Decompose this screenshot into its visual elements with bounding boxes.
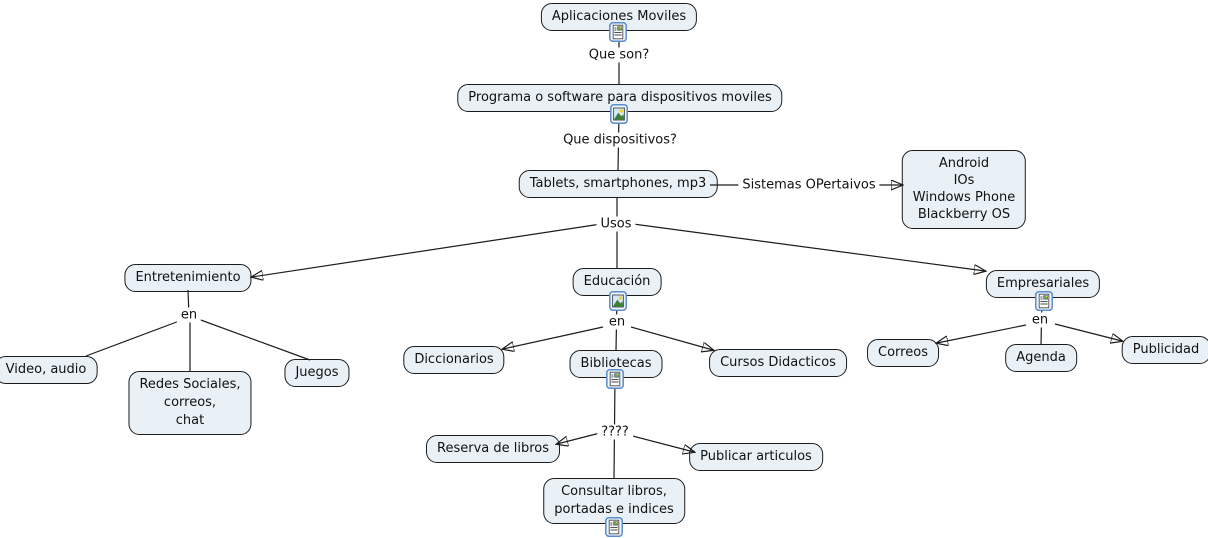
edge-en-cursos-didacticos (630, 326, 713, 350)
edge-en-diccionarios (503, 326, 604, 349)
edge-usos-entretenimiento (252, 223, 602, 277)
node-publicar-articulos[interactable]: Publicar articulos (689, 443, 823, 471)
node-entretenimiento[interactable]: Entretenimiento (124, 264, 252, 292)
node-agenda[interactable]: Agenda (1005, 344, 1077, 372)
attachment-icon[interactable] (609, 22, 627, 42)
edge-en-publicidad (1054, 323, 1122, 341)
node-redes-sociales[interactable]: Redes Sociales, correos, chat (128, 371, 252, 435)
link-label-en-educacion[interactable]: en (604, 314, 630, 330)
node-diccionarios[interactable]: Diccionarios (403, 346, 505, 374)
edge-en-juegos (197, 318, 311, 361)
edge-usos-empresariales (632, 223, 985, 271)
link-label-que-dispositivos[interactable]: Que dispositivos? (559, 132, 681, 148)
link-label-en-entretenimiento[interactable]: en (176, 307, 202, 323)
node-consultar-libros[interactable]: Consultar libros, portadas e indices (543, 478, 685, 524)
attachment-icon[interactable] (606, 369, 624, 389)
link-label-sistemas-operativos[interactable]: Sistemas OPertaivos (738, 177, 880, 193)
attachment-icon[interactable] (1035, 291, 1053, 311)
node-correos[interactable]: Correos (867, 339, 939, 367)
edge-questions-reserva (557, 432, 601, 444)
image-icon[interactable] (609, 291, 627, 311)
edge-en-video-audio (85, 319, 183, 357)
attachment-icon[interactable] (605, 517, 623, 537)
node-programa-software[interactable]: Programa o software para dispositivos mo… (457, 84, 783, 112)
link-label-en-empresariales[interactable]: en (1027, 312, 1053, 328)
node-cursos-didacticos[interactable]: Cursos Didacticos (709, 349, 847, 377)
node-tablets-smartphones[interactable]: Tablets, smartphones, mp3 (518, 170, 718, 198)
node-juegos[interactable]: Juegos (284, 359, 350, 387)
node-video-audio[interactable]: Video, audio (0, 356, 98, 384)
link-label-usos[interactable]: Usos (596, 216, 636, 232)
node-publicidad[interactable]: Publicidad (1121, 336, 1208, 364)
edge-questions-publicar (628, 434, 694, 452)
node-sistemas-operativos-list[interactable]: Android IOs Windows Phone Blackberry OS (901, 150, 1027, 229)
link-label-que-son[interactable]: Que son? (584, 47, 654, 63)
edge-en-correos (937, 324, 1027, 343)
image-icon[interactable] (610, 104, 628, 124)
link-label-question-marks[interactable]: ???? (597, 424, 633, 440)
node-reserva-de-libros[interactable]: Reserva de libros (426, 435, 560, 463)
